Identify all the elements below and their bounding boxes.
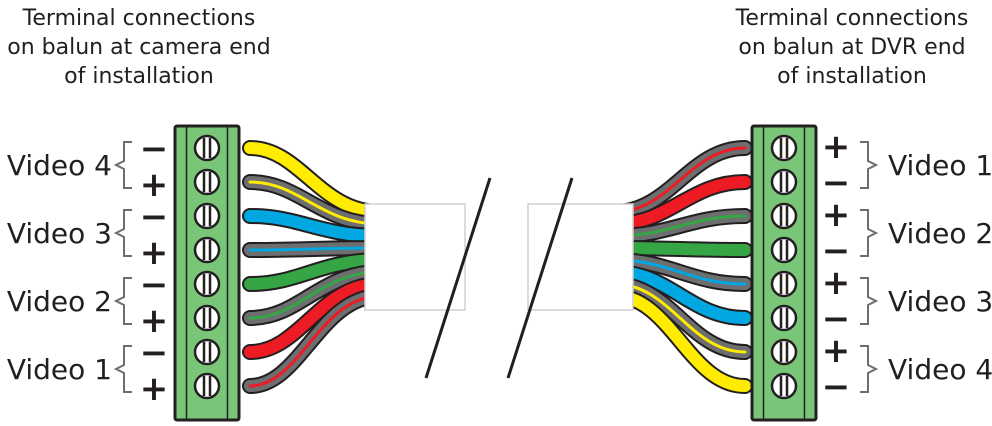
polarity-sign: − xyxy=(822,367,851,407)
cable-break-mark xyxy=(506,177,574,379)
video-channel-label: Video 1 xyxy=(888,149,992,182)
wire-stripe xyxy=(248,294,382,388)
video-channel-label: Video 3 xyxy=(7,217,112,250)
bracket-icon xyxy=(113,209,132,257)
terminal-block xyxy=(750,124,818,422)
polarity-sign: − xyxy=(140,333,169,373)
bracket-icon xyxy=(113,141,132,189)
polarity-sign: + xyxy=(140,165,169,205)
polarity-sign: − xyxy=(822,231,851,271)
screw-icon xyxy=(193,134,221,162)
bracket-icon xyxy=(860,209,879,257)
wire xyxy=(609,242,751,256)
screw-icon xyxy=(770,134,798,162)
caption-line: of installation xyxy=(777,64,927,89)
screw-icon xyxy=(193,338,221,366)
screw-icon xyxy=(770,168,798,196)
screw-icon xyxy=(770,202,798,230)
polarity-sign: + xyxy=(140,301,169,341)
caption-line: of installation xyxy=(64,64,214,89)
screw-icon xyxy=(193,304,221,332)
wire xyxy=(244,254,386,290)
cable-group xyxy=(364,177,634,379)
screw-icon xyxy=(193,168,221,196)
wire-stripe xyxy=(248,180,382,226)
video-channel-label: Video 2 xyxy=(7,285,112,318)
polarity-sign: − xyxy=(822,299,851,339)
video-channel-label: Video 3 xyxy=(888,285,992,318)
caption-line: on balun at DVR end xyxy=(738,35,966,60)
polarity-sign: + xyxy=(822,195,851,235)
label-group: Video 4−+Video 3−+Video 2−+Video 1−+Vide… xyxy=(7,127,992,409)
video-channel-label: Video 4 xyxy=(7,149,112,182)
bracket-icon xyxy=(860,141,879,189)
video-channel-label: Video 1 xyxy=(7,353,112,386)
bracket-icon xyxy=(860,277,879,325)
polarity-sign: + xyxy=(140,369,169,409)
wire-stripe xyxy=(248,270,382,320)
screw-icon xyxy=(193,372,221,400)
caption-line: Terminal connections xyxy=(735,6,969,31)
bracket-icon xyxy=(860,345,879,393)
wire xyxy=(244,142,386,218)
polarity-sign: − xyxy=(140,197,169,237)
bracket-icon xyxy=(113,277,132,325)
screw-icon xyxy=(193,202,221,230)
camera-end-caption: Terminal connections on balun at camera … xyxy=(0,4,278,91)
wire xyxy=(244,278,386,358)
screw-icon xyxy=(770,372,798,400)
wire-group xyxy=(242,140,753,394)
cable-break-mark xyxy=(424,177,492,379)
cable-jacket-camera-end xyxy=(364,203,466,311)
wire-stripe xyxy=(248,246,382,252)
polarity-sign: + xyxy=(822,263,851,303)
polarity-sign: − xyxy=(140,129,169,169)
video-channel-label: Video 2 xyxy=(888,217,992,250)
bracket-icon xyxy=(113,345,132,393)
caption-line: on balun at camera end xyxy=(7,35,271,60)
terminal-block xyxy=(173,124,241,422)
dvr-end-caption: Terminal connections on balun at DVR end… xyxy=(712,4,992,91)
wire xyxy=(244,210,386,242)
terminal-block-group xyxy=(173,124,818,422)
screw-icon xyxy=(770,338,798,366)
caption-line: Terminal connections xyxy=(22,6,256,31)
screw-icon xyxy=(770,270,798,298)
cable-jacket-dvr-end xyxy=(527,203,634,311)
screw-icon xyxy=(770,304,798,332)
polarity-sign: − xyxy=(822,163,851,203)
video-channel-label: Video 4 xyxy=(888,353,992,386)
polarity-sign: + xyxy=(822,331,851,371)
screw-icon xyxy=(193,270,221,298)
screw-icon xyxy=(193,236,221,264)
polarity-sign: − xyxy=(140,265,169,305)
screw-icon xyxy=(770,236,798,264)
polarity-sign: + xyxy=(140,233,169,273)
polarity-sign: + xyxy=(822,127,851,167)
